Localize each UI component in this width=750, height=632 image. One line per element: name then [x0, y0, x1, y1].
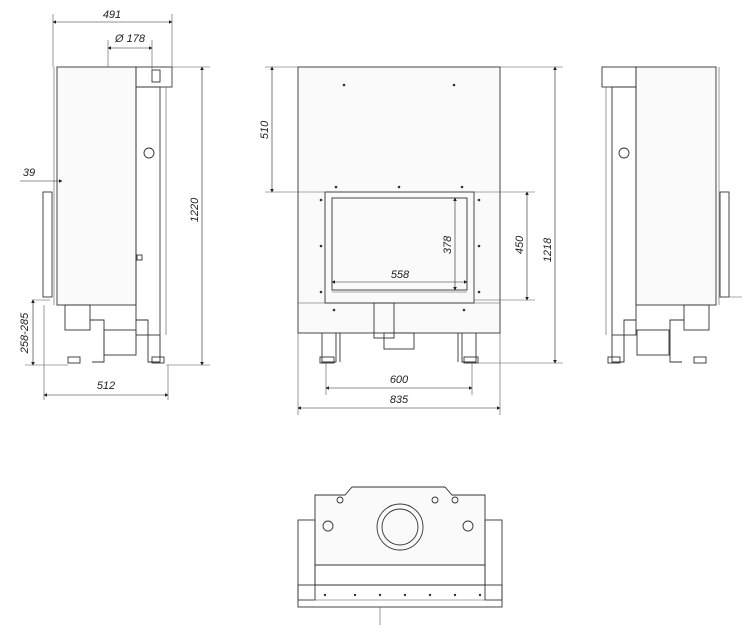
dim-378: 378	[442, 235, 454, 254]
dim-39: 39	[23, 167, 35, 179]
dim-flue-diameter: Ø 178	[114, 33, 146, 45]
dim-1220: 1220	[189, 197, 201, 222]
side-view-right	[601, 66, 742, 364]
dim-512: 512	[97, 380, 115, 392]
dim-450: 450	[514, 235, 526, 254]
top-view	[297, 486, 503, 625]
dim-510: 510	[259, 120, 271, 139]
dim-491: 491	[103, 9, 121, 21]
dim-558: 558	[391, 269, 410, 281]
dim-258-285: 258-285	[19, 312, 31, 354]
dim-835: 835	[390, 394, 409, 406]
dim-600: 600	[390, 374, 409, 386]
front-view: 510 378 558 450 1218 600 835	[259, 66, 563, 415]
side-view-left: 491 Ø 178 39 1220 258-285 512	[19, 9, 210, 400]
dim-1218: 1218	[542, 237, 554, 262]
